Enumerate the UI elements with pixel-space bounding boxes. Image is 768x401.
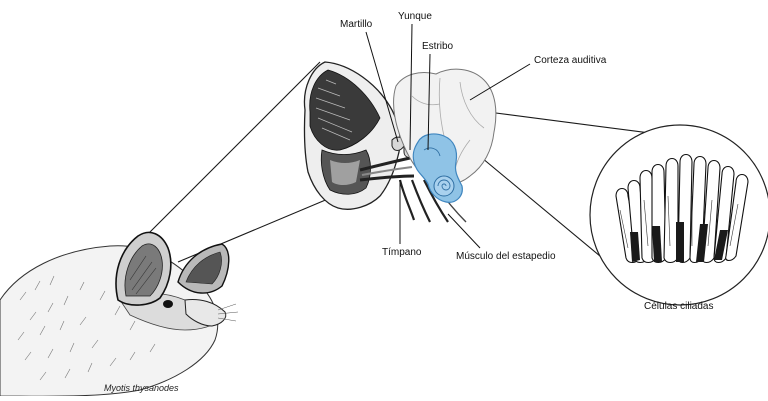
label-yunque: Yunque (398, 11, 432, 23)
label-celulas-ciliadas: Células ciliadas (644, 301, 713, 313)
bat-illustration (0, 232, 238, 396)
species-name: Myotis thysanodes (104, 383, 179, 393)
label-estribo: Estribo (422, 41, 453, 53)
label-corteza-auditiva: Corteza auditiva (534, 55, 606, 67)
label-timpano: Tímpano (382, 247, 421, 259)
hair-cells-circle (590, 125, 768, 305)
label-musculo-estapedio: Músculo del estapedio (456, 251, 556, 263)
label-martillo: Martillo (340, 19, 372, 31)
